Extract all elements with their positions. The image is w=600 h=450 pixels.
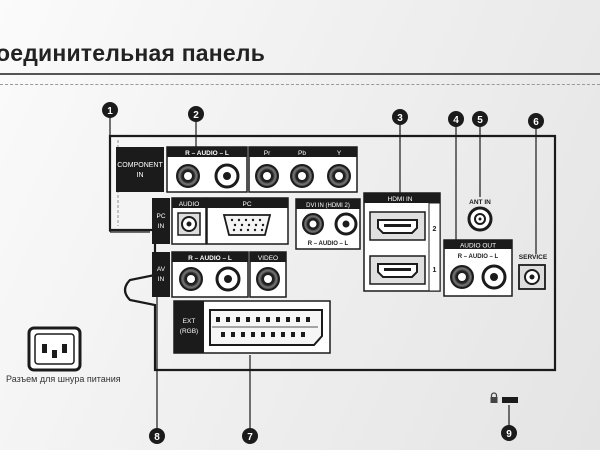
component-label-1: COMPONENT <box>117 162 163 169</box>
audio-out-label: AUDIO OUT <box>460 243 496 250</box>
callout-4: 4 <box>448 111 464 127</box>
service-label: SERVICE <box>519 254 548 261</box>
ant-in-label: ANT IN <box>469 199 491 206</box>
title-underline <box>0 73 600 75</box>
svg-text:9: 9 <box>506 429 512 440</box>
scart-port[interactable] <box>209 309 323 346</box>
callout-8: 8 <box>149 428 165 444</box>
pc-audio-label: AUDIO <box>179 201 200 208</box>
tv-panel-outline <box>108 134 557 372</box>
svg-text:4: 4 <box>453 115 459 126</box>
component-pr-label: Pr <box>264 150 271 157</box>
callout-9: 9 <box>501 425 517 441</box>
power-socket-caption: Разъем для шнура питания <box>6 374 121 384</box>
vga-pins <box>230 218 265 232</box>
av-in-label-2: IN <box>158 276 165 283</box>
callout-badges: 1 2 3 4 5 6 7 8 <box>102 102 544 444</box>
callout-5: 5 <box>472 111 488 127</box>
av-audio-label: R – AUDIO – L <box>188 255 232 262</box>
hdmi-port-2-number: 2 <box>433 226 437 233</box>
component-label-2: IN <box>137 172 144 179</box>
component-audio-label: R – AUDIO – L <box>185 150 229 157</box>
pc-vga-label: PC <box>242 201 251 208</box>
svg-text:1: 1 <box>107 106 113 117</box>
ext-label-box <box>174 301 204 353</box>
svg-text:6: 6 <box>533 117 539 128</box>
pc-in-label-box <box>152 198 170 244</box>
ext-label-1: EXT <box>183 318 196 325</box>
svg-text:3: 3 <box>397 113 403 124</box>
dvi-audio-label: R – AUDIO – L <box>308 241 349 247</box>
component-in-label-box <box>116 147 164 192</box>
av-video-label: VIDEO <box>258 255 278 262</box>
vga-port[interactable] <box>222 214 272 236</box>
hdmi-label: HDMI IN <box>388 196 413 203</box>
callout-1: 1 <box>102 102 118 118</box>
component-pb-label: Pb <box>298 150 306 157</box>
frame-dashed-line <box>0 84 600 85</box>
av-in-label-box <box>152 252 170 297</box>
pc-in-label-1: PC <box>156 213 165 220</box>
callout-7: 7 <box>242 428 258 444</box>
svg-text:2: 2 <box>193 110 199 121</box>
page-title: оединительная панель <box>0 40 266 66</box>
svg-text:8: 8 <box>154 432 160 443</box>
ext-label-2: (RGB) <box>180 328 198 335</box>
callout-2: 2 <box>188 106 204 122</box>
svg-text:7: 7 <box>247 432 253 443</box>
kensington-slot[interactable] <box>502 397 518 403</box>
callout-3: 3 <box>392 109 408 125</box>
hdmi-port-1-number: 1 <box>433 267 437 274</box>
kensington-lock-icon <box>488 391 500 403</box>
power-socket-icon[interactable] <box>27 326 82 372</box>
audio-out-sub-label: R – AUDIO – L <box>458 254 499 260</box>
svg-text:5: 5 <box>477 115 483 126</box>
scart-pins <box>216 317 310 337</box>
component-y-label: Y <box>337 150 342 157</box>
pc-in-label-2: IN <box>158 223 165 230</box>
av-in-label-1: AV <box>157 266 166 273</box>
callout-6: 6 <box>528 113 544 129</box>
dvi-label: DVI IN (HDMI 2) <box>306 203 350 209</box>
component-jacks <box>176 163 351 189</box>
